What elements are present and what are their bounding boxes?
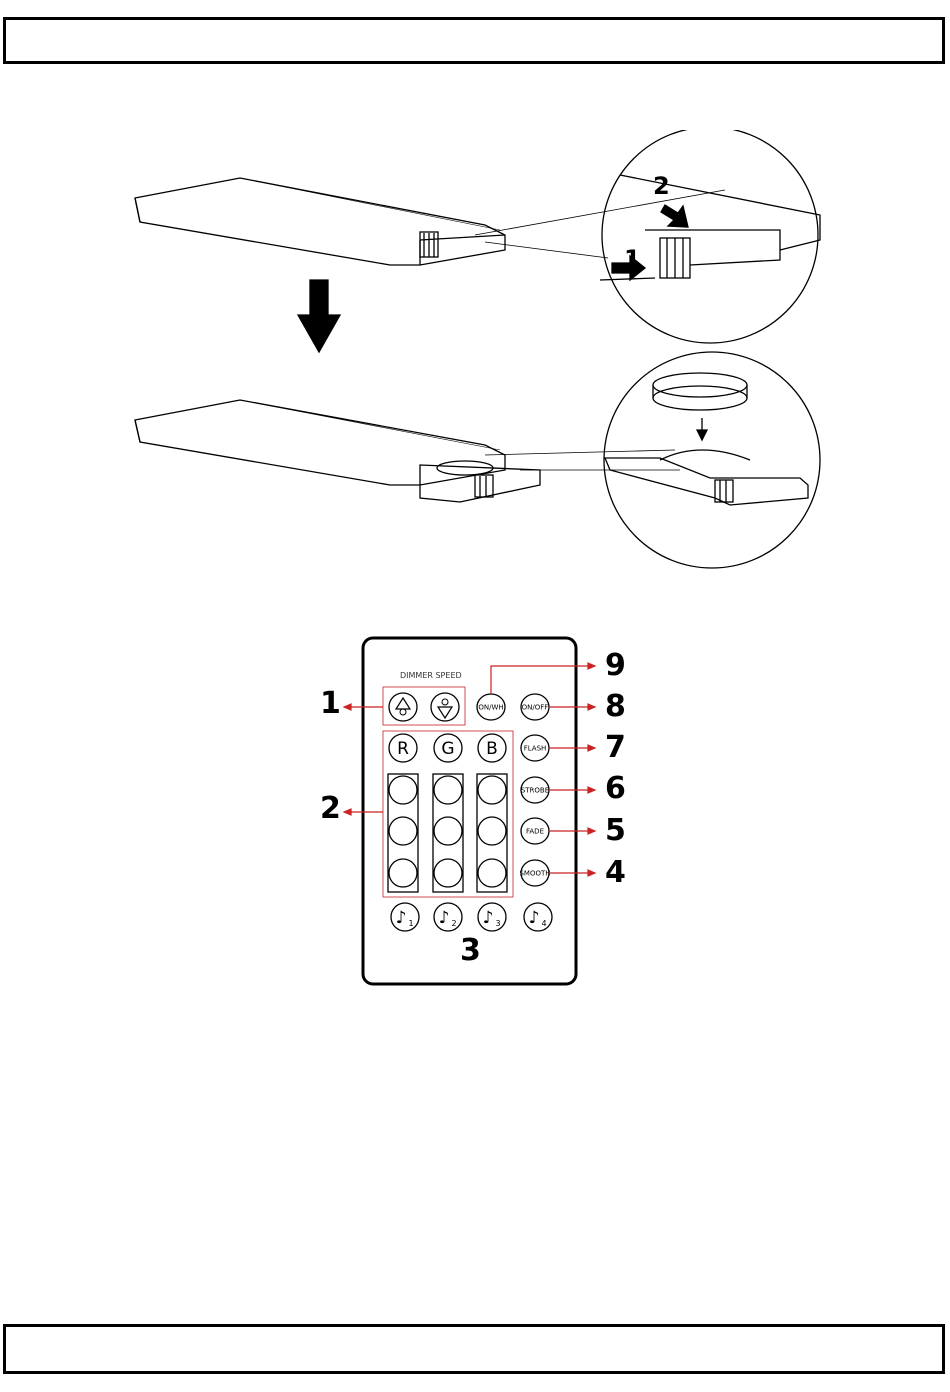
- svg-text:ON/WH: ON/WH: [478, 704, 503, 712]
- color-button[interactable]: [434, 859, 462, 887]
- svg-text:SMOOTH: SMOOTH: [519, 870, 550, 878]
- svg-text:♪: ♪: [396, 908, 407, 928]
- svg-text:1: 1: [408, 919, 413, 928]
- svg-text:FLASH: FLASH: [524, 745, 547, 753]
- header-frame: [3, 17, 945, 64]
- callout-arrowhead: [588, 828, 595, 834]
- dimmer-down-button[interactable]: [431, 693, 459, 721]
- callout-3: 3: [460, 933, 481, 968]
- red-button[interactable]: R: [389, 734, 417, 762]
- zoom-circle-release-latch: [600, 130, 820, 343]
- svg-text:♪: ♪: [439, 908, 450, 928]
- callout-6: 6: [605, 771, 626, 806]
- fade-button[interactable]: FADE: [521, 818, 549, 844]
- callout-1: 1: [320, 686, 341, 721]
- remote-control-diagram: DIMMER SPEED ON/WH ON/OFF R G B: [300, 630, 660, 1000]
- callout-arrowhead: [588, 745, 595, 751]
- svg-text:STROBE: STROBE: [521, 787, 549, 795]
- svg-text:♪: ♪: [529, 908, 540, 928]
- dimmer-speed-label: DIMMER SPEED: [400, 671, 462, 680]
- music-1-button[interactable]: ♪ 1: [391, 903, 419, 931]
- svg-text:B: B: [486, 739, 498, 759]
- callout-2: 2: [320, 791, 341, 826]
- color-button[interactable]: [389, 859, 417, 887]
- arrow-step-2: [661, 205, 688, 227]
- svg-text:3: 3: [495, 919, 500, 928]
- dimmer-up-button[interactable]: [389, 693, 417, 721]
- strobe-button[interactable]: STROBE: [521, 777, 549, 803]
- on-off-button[interactable]: ON/OFF: [521, 694, 549, 720]
- callout-arrowhead: [588, 704, 595, 710]
- music-3-button[interactable]: ♪ 3: [478, 903, 506, 931]
- step-1-label: 1: [624, 245, 641, 273]
- color-button[interactable]: [478, 776, 506, 804]
- down-arrow: [298, 280, 340, 352]
- callout-arrowhead: [588, 787, 595, 793]
- callout-9: 9: [605, 648, 626, 683]
- music-2-button[interactable]: ♪ 2: [434, 903, 462, 931]
- svg-text:ON/OFF: ON/OFF: [522, 704, 549, 712]
- color-button[interactable]: [389, 776, 417, 804]
- svg-text:4: 4: [541, 919, 546, 928]
- flash-button[interactable]: FLASH: [521, 735, 549, 761]
- color-button[interactable]: [478, 859, 506, 887]
- svg-text:G: G: [441, 739, 454, 759]
- remote-body-top: [135, 178, 505, 265]
- color-button[interactable]: [434, 817, 462, 845]
- callout-arrowhead: [344, 809, 351, 815]
- callout-arrowhead: [588, 870, 595, 876]
- callout-4: 4: [605, 855, 626, 890]
- callout-7: 7: [605, 730, 626, 765]
- zoom-circle-battery-tray: [604, 352, 820, 568]
- color-button[interactable]: [434, 776, 462, 804]
- footer-frame: [3, 1324, 945, 1374]
- remote-body-bottom: [135, 400, 540, 502]
- battery-replacement-diagram: 1 2: [120, 130, 830, 570]
- green-button[interactable]: G: [434, 734, 462, 762]
- music-4-button[interactable]: ♪ 4: [524, 903, 552, 931]
- svg-text:2: 2: [451, 919, 456, 928]
- svg-text:♪: ♪: [483, 908, 494, 928]
- callout-8: 8: [605, 689, 626, 724]
- on-wh-button[interactable]: ON/WH: [477, 694, 505, 720]
- callout-5: 5: [605, 813, 626, 848]
- color-button[interactable]: [478, 817, 506, 845]
- callout-arrowhead: [344, 704, 351, 710]
- callout-arrowhead: [588, 663, 595, 669]
- blue-button[interactable]: B: [478, 734, 506, 762]
- smooth-button[interactable]: SMOOTH: [519, 860, 550, 886]
- step-2-label: 2: [653, 172, 670, 200]
- svg-text:FADE: FADE: [526, 828, 544, 836]
- svg-text:R: R: [397, 739, 409, 759]
- color-button[interactable]: [389, 817, 417, 845]
